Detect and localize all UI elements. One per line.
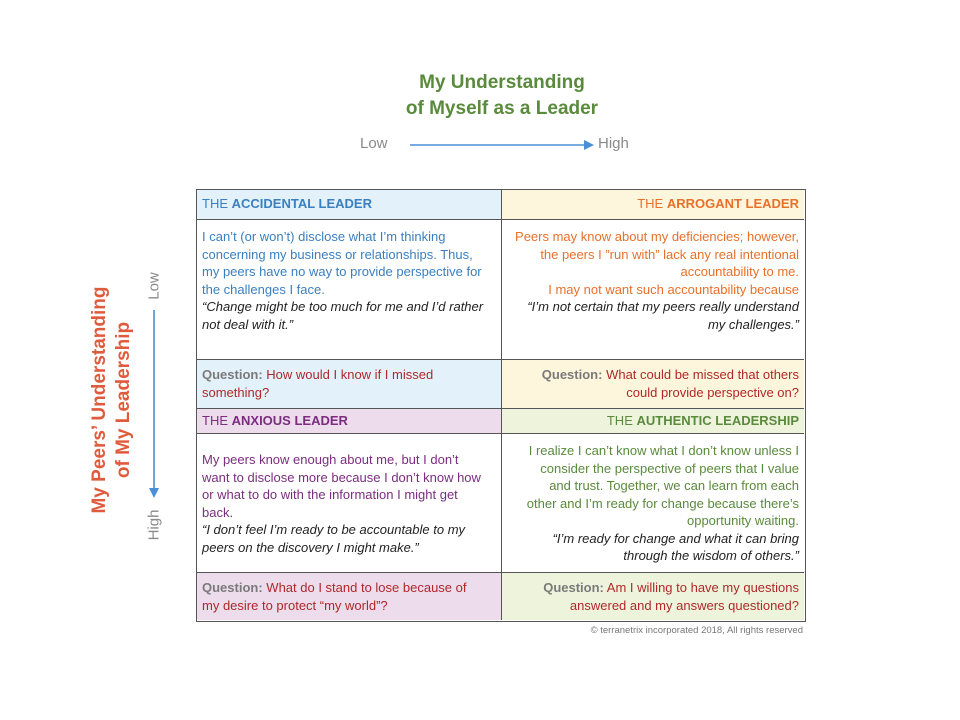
arrogant-question-label: Question:: [541, 367, 603, 382]
y-axis-low-label: Low: [145, 272, 163, 300]
arrogant-quote-2: my challenges.”: [707, 316, 799, 332]
authentic-question-label: Question:: [543, 580, 604, 595]
side-axis-title: My Peers’ Understanding of My Leadership: [88, 280, 136, 520]
x-axis-high-label: High: [598, 135, 629, 152]
arrogant-header: THE ARROGANT LEADER: [501, 190, 804, 219]
authentic-line-3: and trust. Together, we can learn from e…: [549, 478, 799, 493]
authentic-line-1: I realize I can’t know what I don’t know…: [528, 443, 799, 458]
authentic-name: AUTHENTIC LEADERSHIP: [636, 413, 799, 428]
authentic-header: THE AUTHENTIC LEADERSHIP: [501, 408, 804, 433]
accidental-question-line-2: something?: [202, 384, 270, 400]
anxious-line-4: back.: [202, 504, 234, 520]
anxious-question-label: Question:: [202, 580, 263, 595]
vertical-axis: Low High: [140, 268, 170, 548]
anxious-prefix: THE: [202, 413, 232, 428]
anxious-header: THE ANXIOUS LEADER: [197, 408, 501, 433]
anxious-line-2: want to disclose more because I don’t kn…: [202, 469, 481, 485]
authentic-line-4: other and I’m ready for change because t…: [526, 495, 799, 511]
top-axis-title: My Understanding of Myself as a Leader: [300, 70, 704, 122]
accidental-quote-2: not deal with it.”: [202, 316, 294, 332]
arrogant-line-2: the peers I ”run with” lack any real int…: [540, 246, 799, 262]
top-axis-title-line1: My Understanding: [419, 72, 585, 93]
arrogant-question: Question: What could be missed that othe…: [501, 359, 804, 408]
arrogant-line-1: Peers may know about my deficiencies; ho…: [515, 229, 799, 244]
anxious-name: ANXIOUS LEADER: [231, 413, 348, 428]
accidental-body: I can’t (or won’t) disclose what I’m thi…: [197, 219, 501, 359]
authentic-question-line-1: Am I willing to have my questions: [606, 580, 799, 595]
accidental-question-line-1: How would I know if I missed: [266, 367, 434, 382]
arrogant-name: ARROGANT LEADER: [666, 196, 799, 211]
authentic-body: I realize I can’t know what I don’t know…: [501, 433, 804, 572]
authentic-quote-2: through the wisdom of others.”: [623, 548, 799, 563]
top-axis-title-line2: of Myself as a Leader: [405, 98, 599, 119]
arrogant-question-line-1: What could be missed that others: [606, 367, 799, 382]
accidental-line-4: the challenges I face.: [202, 281, 325, 297]
arrogant-body: Peers may know about my deficiencies; ho…: [501, 219, 804, 359]
accidental-question-label: Question:: [202, 367, 263, 382]
accidental-line-1: I can’t (or won’t) disclose what I’m thi…: [202, 229, 446, 244]
arrogant-question-line-2: could provide perspective on?: [626, 384, 799, 400]
anxious-quote-1: “I don’t feel I’m ready to be accountabl…: [202, 522, 466, 537]
y-axis-high-label: High: [145, 509, 163, 541]
anxious-quote-2: peers on the discovery I might make.”: [202, 539, 419, 555]
accidental-question: Question: How would I know if I missed s…: [197, 359, 501, 408]
arrogant-line-3: accountability to me.: [680, 264, 799, 279]
authentic-line-2: consider the perspective of peers that I…: [540, 460, 799, 476]
side-axis-title-line1: My Peers’ Understanding: [89, 286, 110, 514]
anxious-question-line-1: What do I stand to lose because of: [266, 580, 467, 595]
horizontal-axis: Low High: [340, 135, 660, 157]
down-arrow-icon: [149, 310, 159, 498]
copyright-notice: © terranetrix incorporated 2018, All rig…: [590, 625, 803, 636]
authentic-question: Question: Am I willing to have my questi…: [501, 572, 804, 620]
arrogant-quote-1: “I’m not certain that my peers really un…: [527, 299, 799, 314]
authentic-line-5: opportunity waiting.: [686, 513, 799, 528]
accidental-quote-1: “Change might be too much for me and I’d…: [202, 299, 484, 314]
right-arrow-icon: [410, 140, 594, 150]
accidental-line-2: concerning my business or relationships.…: [202, 246, 473, 262]
anxious-question: Question: What do I stand to lose becaus…: [197, 572, 501, 620]
accidental-prefix: THE: [202, 196, 232, 211]
anxious-line-3: or what to do with the information I mig…: [202, 487, 458, 502]
accidental-header: THE ACCIDENTAL LEADER: [197, 190, 501, 219]
anxious-line-1: My peers know enough about me, but I don…: [202, 452, 459, 467]
authentic-question-line-2: answered and my answers questioned?: [569, 597, 799, 613]
leadership-matrix: THE ACCIDENTAL LEADER THE ARROGANT LEADE…: [196, 189, 806, 622]
anxious-body: My peers know enough about me, but I don…: [197, 433, 501, 572]
arrogant-prefix: THE: [637, 196, 667, 211]
x-axis-low-label: Low: [360, 135, 388, 152]
arrogant-line-4: I may not want such accountability becau…: [548, 281, 799, 297]
authentic-quote-1: “I’m ready for change and what it can br…: [552, 530, 799, 546]
authentic-prefix: THE: [606, 413, 637, 428]
accidental-line-3: my peers have no way to provide perspect…: [202, 264, 482, 279]
anxious-question-line-2: my desire to protect “my world”?: [202, 597, 388, 613]
side-axis-title-line2: of My Leadership: [113, 321, 134, 479]
accidental-name: ACCIDENTAL LEADER: [231, 196, 372, 211]
